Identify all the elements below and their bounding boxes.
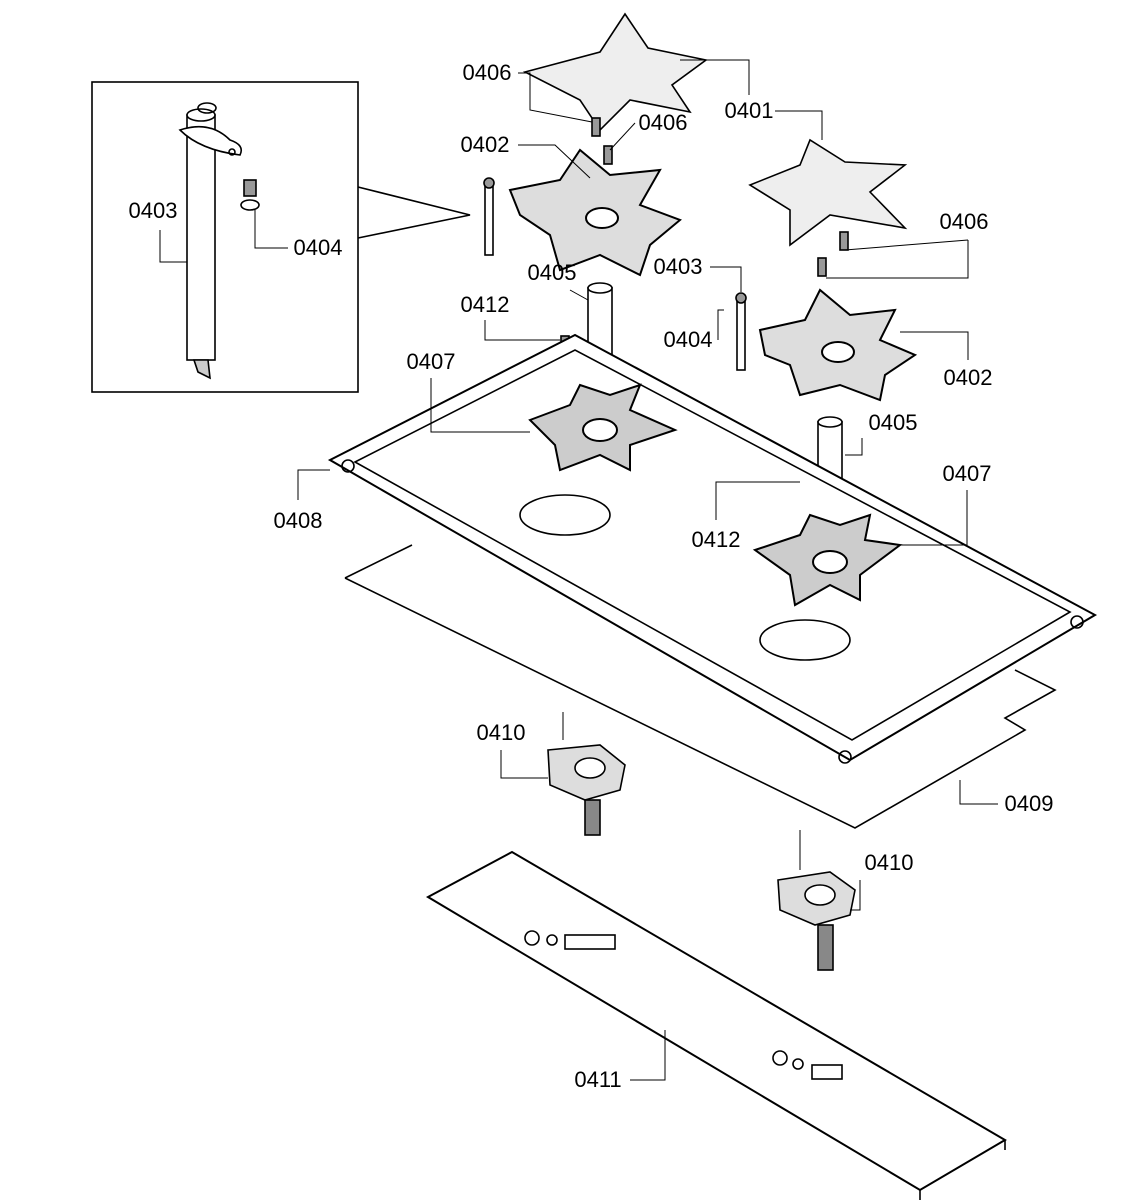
callout-label: 0407 xyxy=(406,349,456,374)
callout-label: 0406 xyxy=(462,60,512,85)
callout-label: 0404 xyxy=(293,235,343,260)
callout-label: 0403 xyxy=(653,254,703,279)
callout-label: 0410 xyxy=(476,720,526,745)
ignition-electrode xyxy=(483,177,747,371)
callout-label: 0404 xyxy=(663,327,713,352)
callout-label: 0410 xyxy=(864,850,914,875)
callout-label: 0411 xyxy=(574,1067,622,1092)
callout-label: 0406 xyxy=(638,110,688,135)
callout-label: 0405 xyxy=(868,410,918,435)
callout-label: 0405 xyxy=(527,260,577,285)
leader-lines xyxy=(159,59,998,1081)
callout-label: 0408 xyxy=(273,508,323,533)
callout-label: 0409 xyxy=(1004,791,1054,816)
hob-tray xyxy=(327,333,1098,764)
callout-label: 0407 xyxy=(942,461,992,486)
callout-label: 0412 xyxy=(460,292,510,317)
callout-label: 0402 xyxy=(460,132,510,157)
callout-label: 0412 xyxy=(691,527,741,552)
callout-label: 0402 xyxy=(943,365,993,390)
callout-label: 0403 xyxy=(128,198,178,223)
callout-label: 0406 xyxy=(939,209,989,234)
gasket xyxy=(344,544,1057,829)
bracket-rail xyxy=(425,850,1007,1200)
gas-valve xyxy=(547,744,856,971)
burner-head xyxy=(508,148,918,402)
callout-label: 0401 xyxy=(724,98,774,123)
inset-detail-box xyxy=(91,81,471,393)
